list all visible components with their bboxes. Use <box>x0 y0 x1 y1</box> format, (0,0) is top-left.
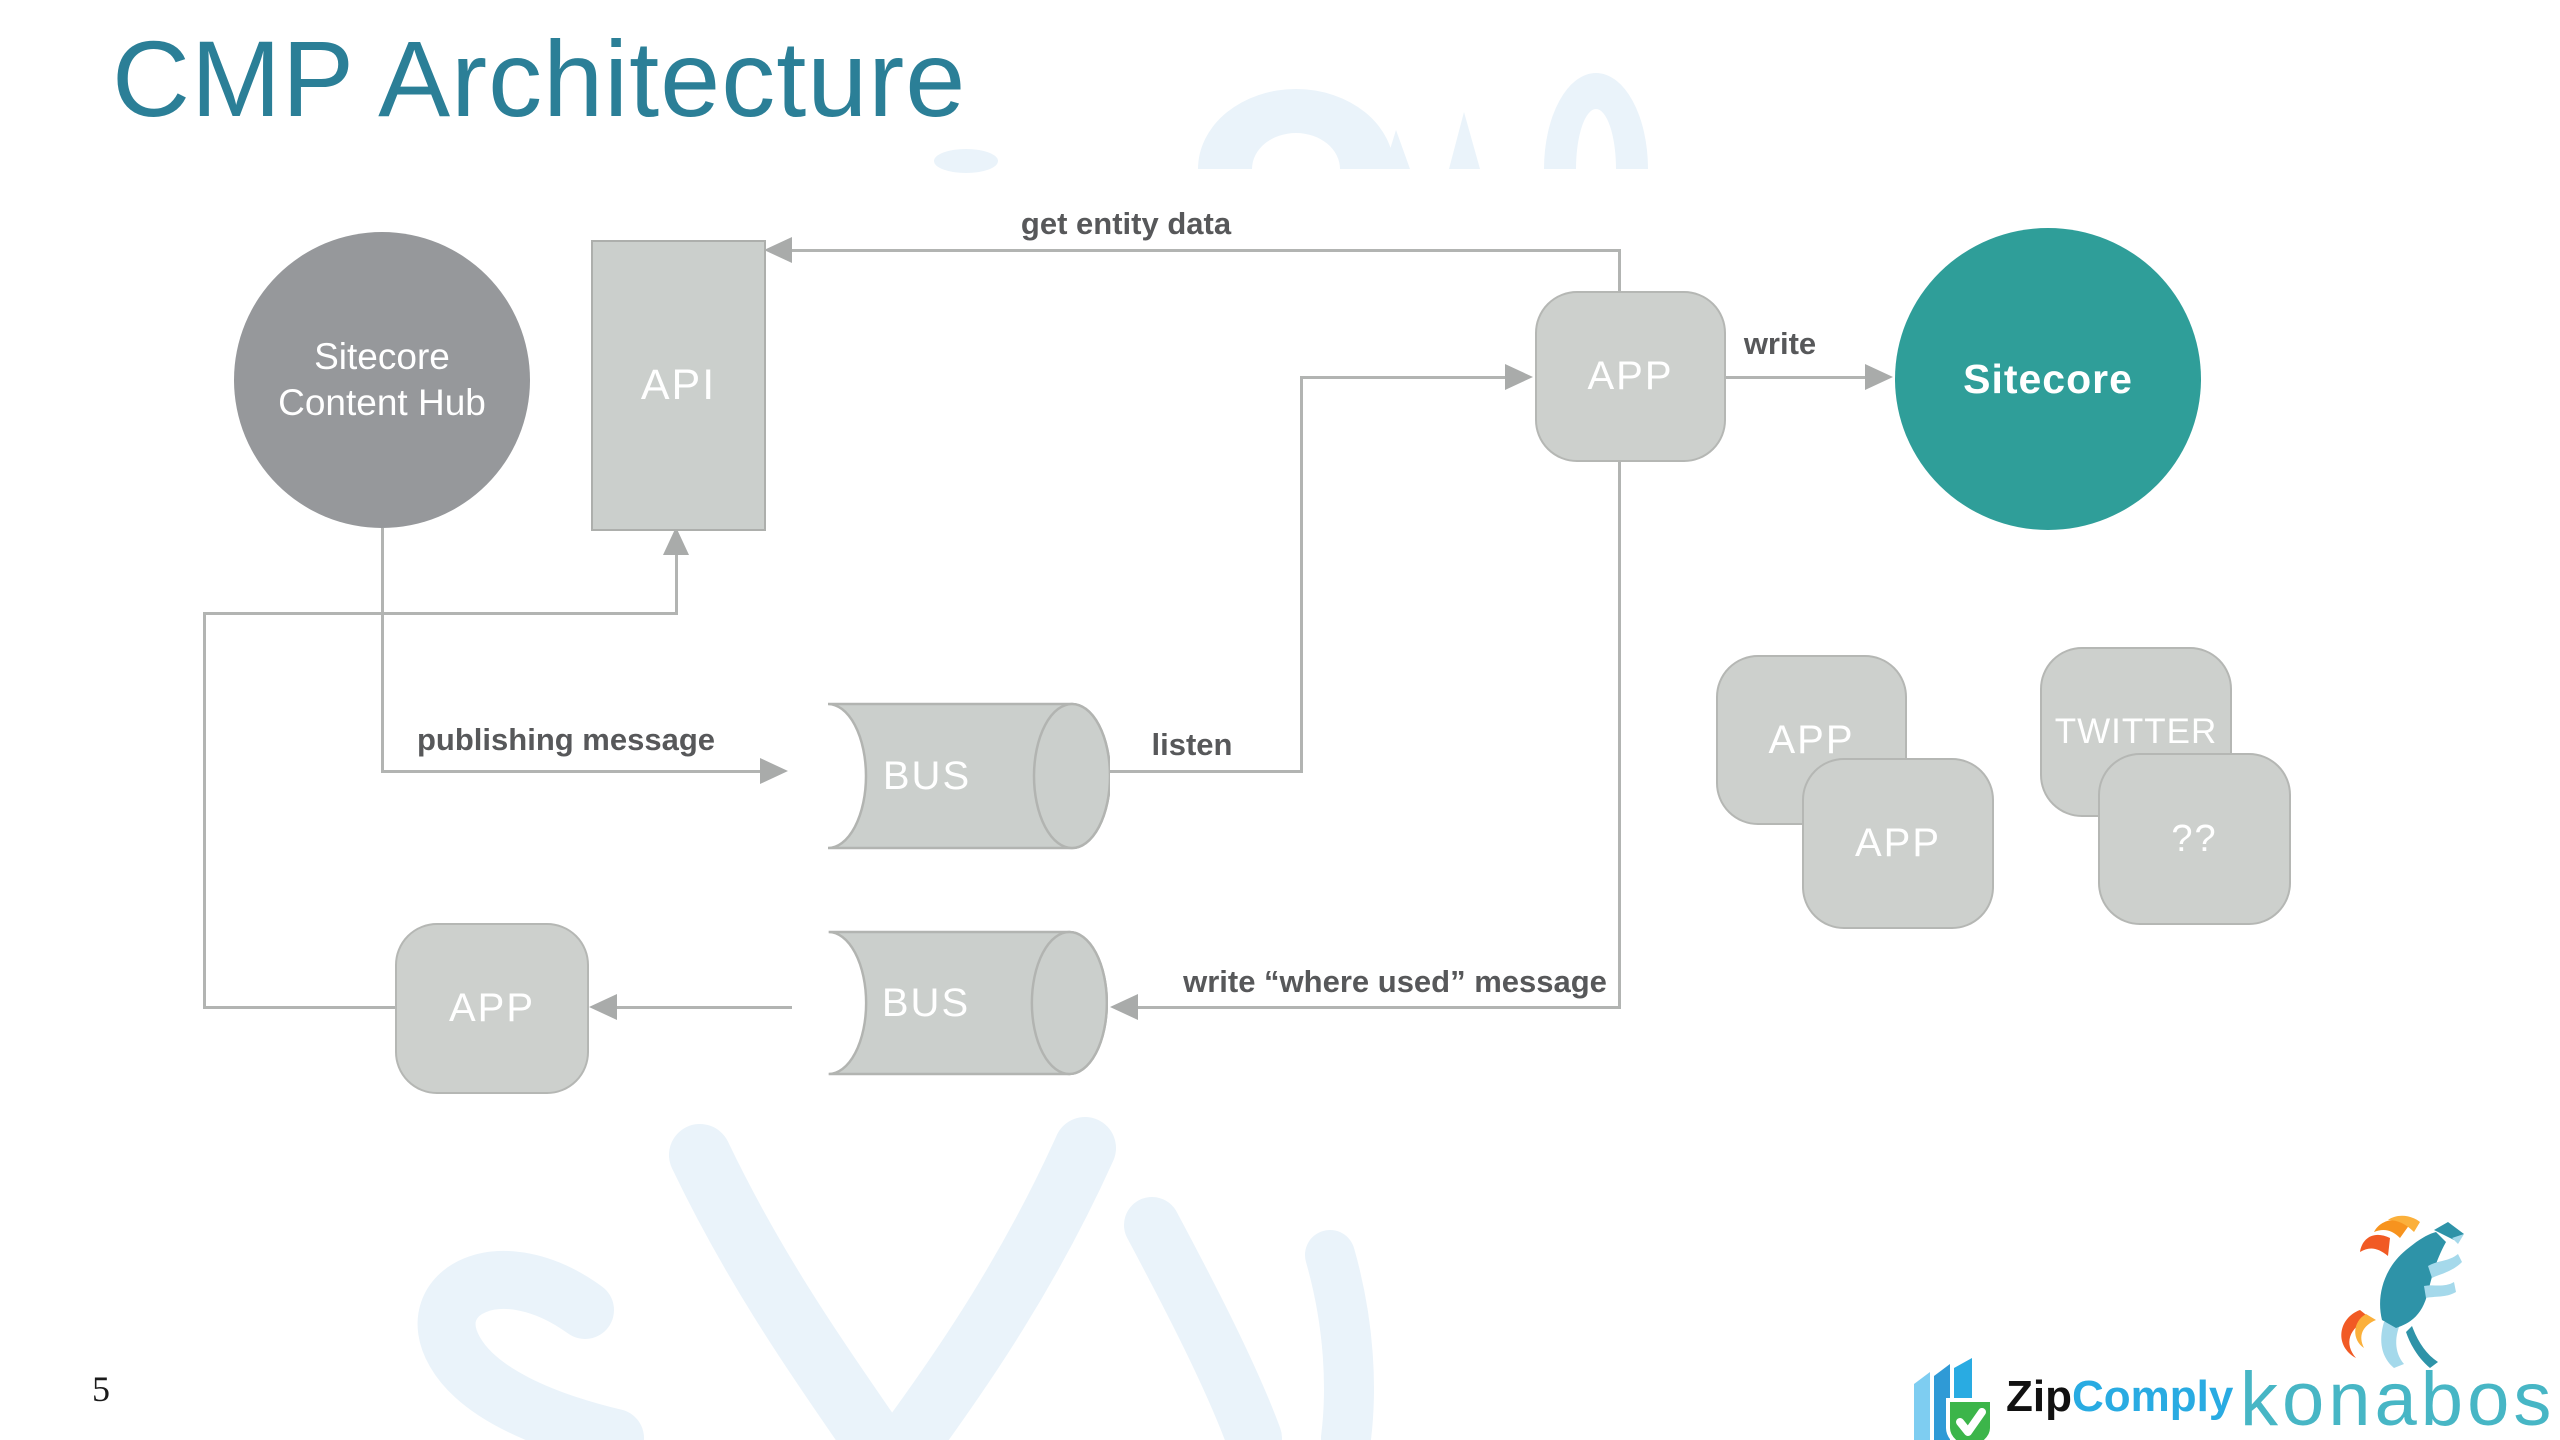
node-label: API <box>640 361 717 409</box>
arrowhead-into-bus-bottom-icon <box>1110 994 1138 1020</box>
connector-bus-to-app-h <box>613 1006 792 1009</box>
cylinder-icon <box>827 702 1112 850</box>
connector-app-to-api-h1 <box>203 1006 397 1009</box>
node-sitecore-content-hub: Sitecore Content Hub <box>234 232 530 528</box>
node-label: TWITTER <box>2054 712 2218 751</box>
node-bus-top: BUS <box>790 702 1112 850</box>
node-app-bottom: APP <box>395 923 589 1094</box>
zipcomply-zip-text: Zip <box>2006 1372 2072 1421</box>
arrowhead-into-bus-top-icon <box>760 758 788 784</box>
arrowhead-into-api-bottom-icon <box>663 527 689 555</box>
node-api: API <box>591 240 766 531</box>
connector-app-to-api-v1 <box>203 613 206 1009</box>
edge-label-listen: listen <box>1151 727 1233 762</box>
arrowhead-into-app-top-icon <box>1505 364 1533 390</box>
connector-get-entity-data-h <box>786 249 1620 252</box>
konabos-wordmark: konabos <box>2240 1357 2556 1440</box>
arrowhead-into-api-icon <box>764 237 792 263</box>
node-label: APP <box>1768 717 1855 762</box>
zipcomply-wordmark: ZipComply <box>2006 1372 2233 1422</box>
node-label: APP <box>1854 821 1942 865</box>
connector-listen-v <box>1300 377 1303 773</box>
node-sitecore: Sitecore <box>1895 228 2201 530</box>
konabos-horse-icon <box>2341 1215 2464 1368</box>
connector-publishing-h <box>381 770 764 773</box>
connector-listen-h1 <box>1108 770 1302 773</box>
node-label: ?? <box>2171 817 2218 860</box>
connector-get-entity-data-v <box>1618 249 1621 293</box>
edge-label-get-entity-data: get entity data <box>1020 206 1232 241</box>
connector-where-used-v <box>1618 458 1621 1009</box>
node-unknown: ?? <box>2098 753 2291 925</box>
page-number: 5 <box>92 1369 110 1409</box>
page-title: CMP Architecture <box>112 18 967 139</box>
arrowhead-into-sitecore-icon <box>1865 364 1893 390</box>
connector-listen-h2 <box>1300 376 1508 379</box>
connector-publishing-v <box>381 528 384 773</box>
node-label: BUS <box>881 980 971 1025</box>
edge-label-where-used: write “where used” message <box>1183 964 1607 999</box>
connector-app-to-api-h2 <box>203 612 678 615</box>
arrowhead-into-app-bottom-icon <box>589 994 617 1020</box>
edge-label-publishing-message: publishing message <box>416 722 716 757</box>
node-label: APP <box>1587 354 1674 398</box>
connector-app-to-api-v2 <box>675 553 678 615</box>
edge-label-write: write <box>1743 326 1817 361</box>
node-label: BUS <box>882 753 972 798</box>
zipcomply-pages-shield-icon <box>1914 1358 1994 1440</box>
node-label: APP <box>448 986 536 1030</box>
zipcomply-comply-text: Comply <box>2071 1372 2234 1421</box>
connector-write-h <box>1724 376 1870 379</box>
cylinder-icon <box>828 930 1109 1076</box>
node-app-top: APP <box>1535 291 1726 462</box>
connector-where-used-h <box>1134 1006 1621 1009</box>
node-app-front: APP <box>1802 758 1994 929</box>
node-label: Sitecore Content Hub <box>278 336 486 423</box>
node-bus-bottom: BUS <box>790 930 1109 1076</box>
node-label: Sitecore <box>1963 355 2133 402</box>
